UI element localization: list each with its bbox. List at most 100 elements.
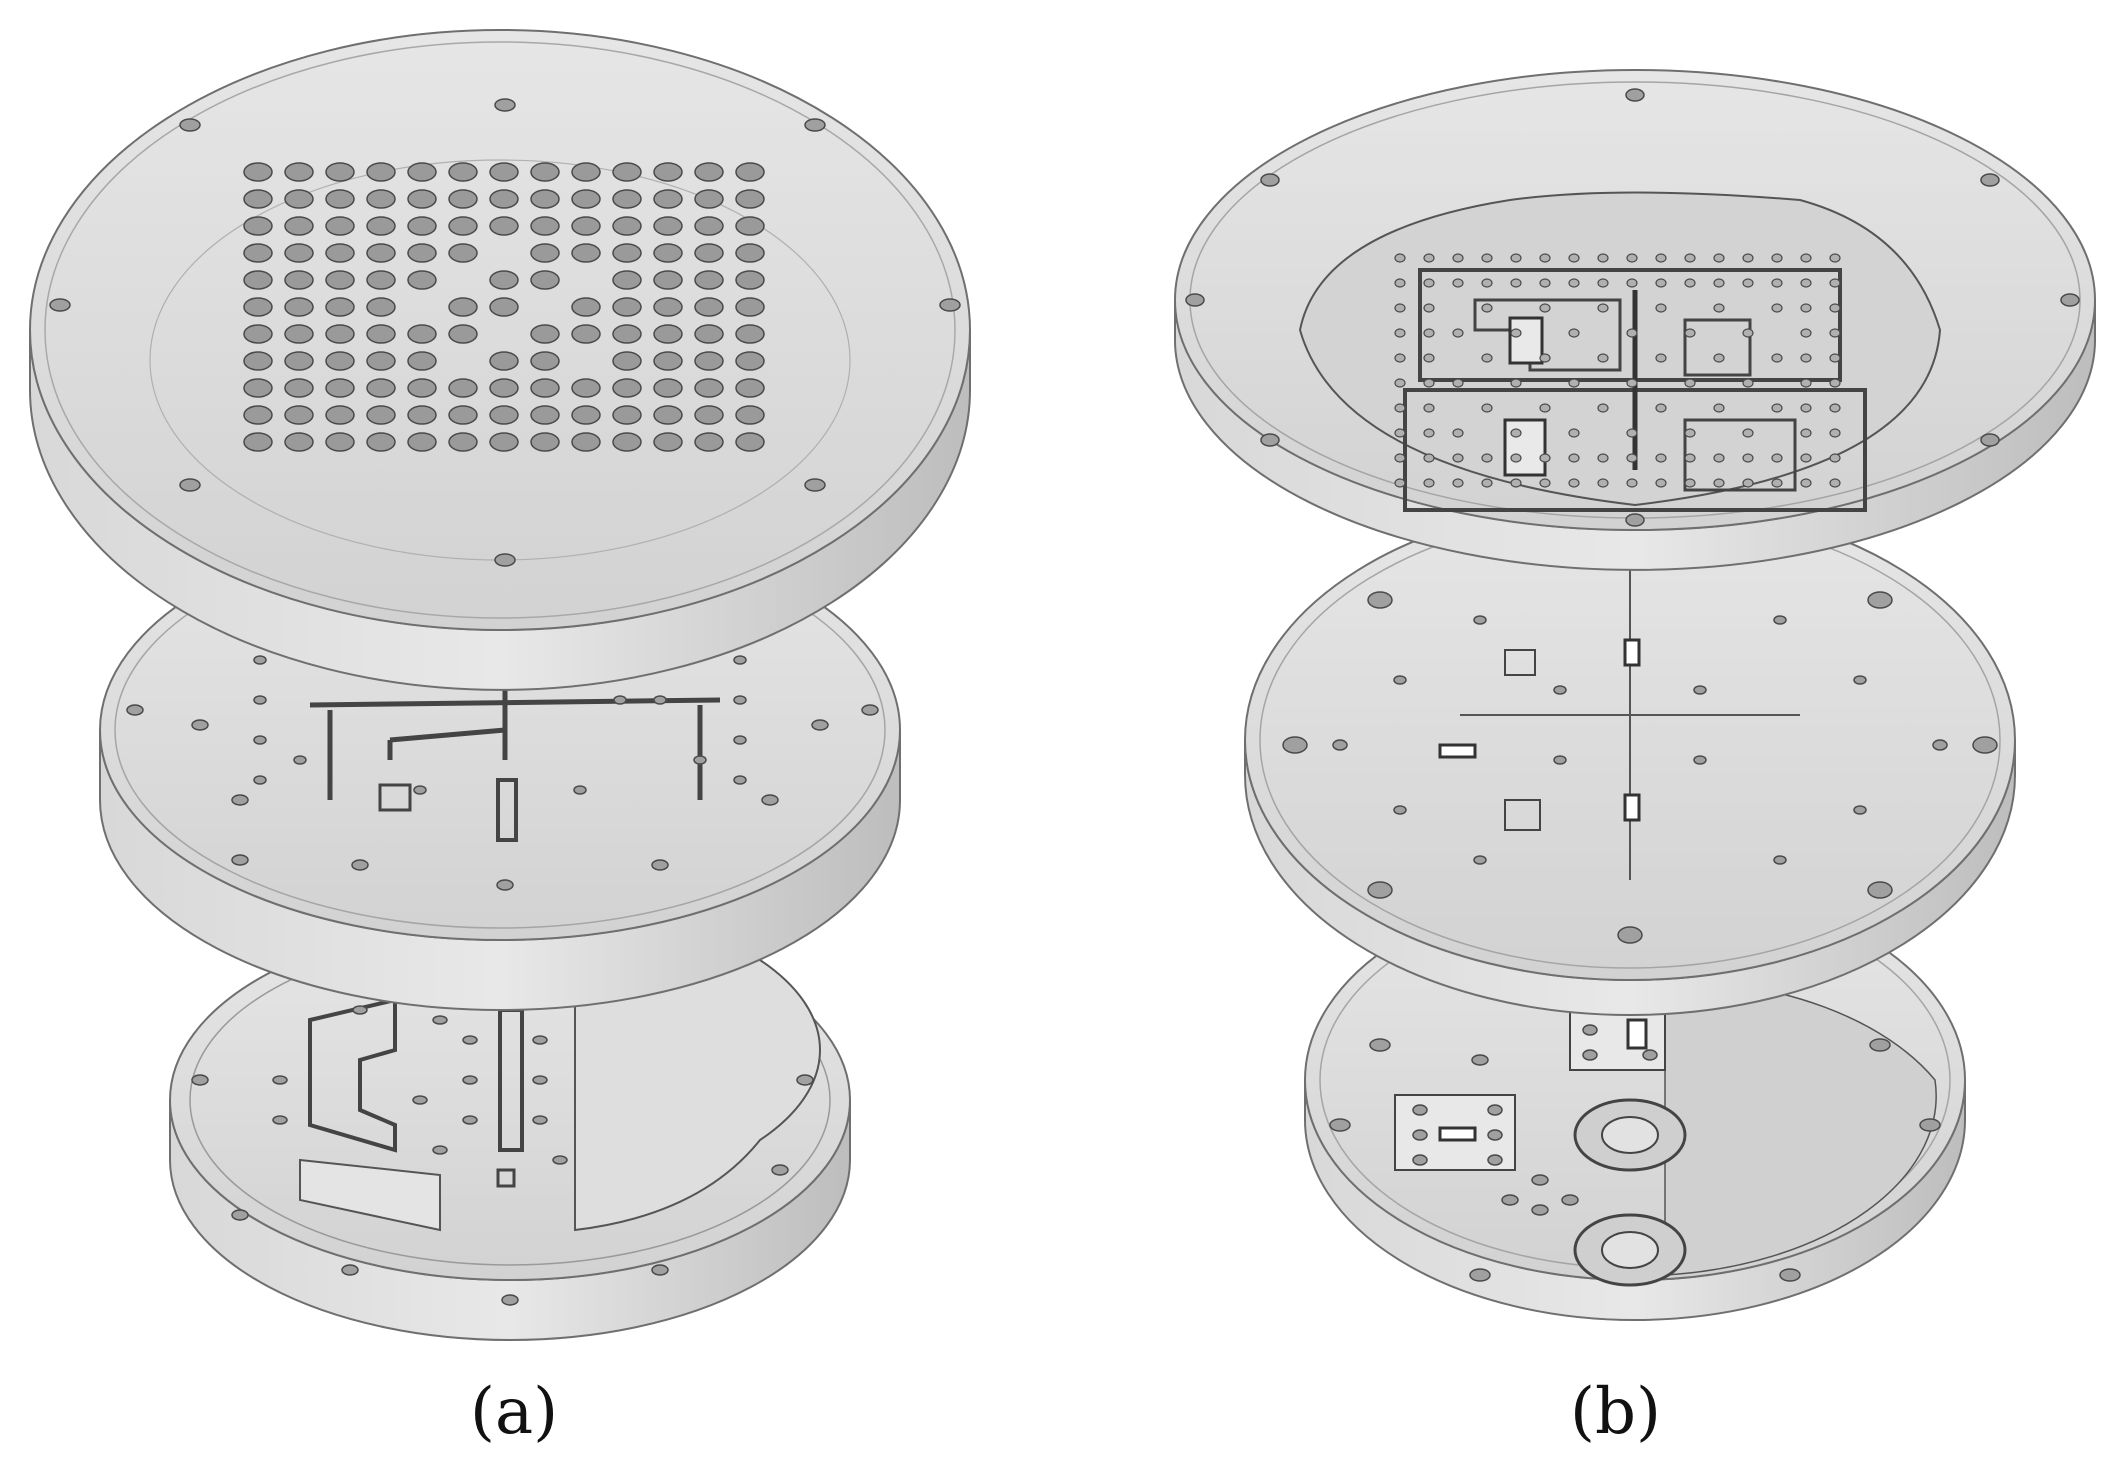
panel-b-hole-grid (1394, 253, 1841, 488)
via-hole (1829, 303, 1841, 313)
mount-hole (284, 216, 314, 236)
via-hole (1452, 328, 1464, 338)
via-hole (1742, 253, 1754, 263)
via-hole (1684, 278, 1696, 288)
mount-hole (571, 189, 601, 209)
via-hole (1394, 353, 1406, 363)
via-hole (1481, 478, 1493, 488)
mount-hole (284, 297, 314, 317)
mount-hole (407, 432, 437, 452)
via-hole (1713, 253, 1725, 263)
mount-hole (612, 378, 642, 398)
mount-hole (530, 270, 560, 290)
via-hole (1742, 428, 1754, 438)
mount-hole (284, 243, 314, 263)
mount-hole (530, 351, 560, 371)
mount-hole (366, 243, 396, 263)
mount-hole (735, 189, 765, 209)
via-hole (1539, 353, 1551, 363)
via-hole (1394, 278, 1406, 288)
via-hole (1597, 478, 1609, 488)
via-hole (1713, 303, 1725, 313)
mount-hole (407, 189, 437, 209)
via-hole (1684, 378, 1696, 388)
via-hole (1568, 253, 1580, 263)
mount-hole (612, 324, 642, 344)
via-hole (1597, 453, 1609, 463)
mount-hole (694, 216, 724, 236)
via-hole (1800, 403, 1812, 413)
via-hole (1568, 428, 1580, 438)
panel-a-assembly (29, 29, 971, 1341)
mount-hole (366, 324, 396, 344)
mount-hole (448, 243, 478, 263)
mount-hole (366, 216, 396, 236)
via-hole (1742, 478, 1754, 488)
mount-hole (284, 324, 314, 344)
mount-hole (243, 189, 273, 209)
via-hole (1423, 278, 1435, 288)
mount-hole (489, 432, 519, 452)
via-hole (1394, 328, 1406, 338)
via-hole (1394, 253, 1406, 263)
via-hole (1539, 278, 1551, 288)
via-hole (1829, 353, 1841, 363)
via-hole (1394, 453, 1406, 463)
mount-hole (571, 405, 601, 425)
mount-hole (694, 243, 724, 263)
mount-hole (325, 351, 355, 371)
via-hole (1829, 253, 1841, 263)
mount-hole (612, 189, 642, 209)
mount-hole (407, 243, 437, 263)
mount-hole (571, 432, 601, 452)
mount-hole (407, 270, 437, 290)
panel-b-caption: (b) (1570, 1375, 1661, 1449)
mount-hole (325, 324, 355, 344)
via-hole (1539, 453, 1551, 463)
via-hole (1829, 378, 1841, 388)
mount-hole (530, 324, 560, 344)
via-hole (1800, 478, 1812, 488)
panel-b-middle-plate (1244, 499, 2016, 1016)
mount-hole (366, 432, 396, 452)
via-hole (1626, 478, 1638, 488)
mount-hole (735, 351, 765, 371)
via-hole (1423, 303, 1435, 313)
mount-hole (694, 324, 724, 344)
mount-hole (530, 189, 560, 209)
via-hole (1713, 478, 1725, 488)
via-hole (1626, 278, 1638, 288)
mount-hole (653, 432, 683, 452)
via-hole (1539, 253, 1551, 263)
via-hole (1829, 428, 1841, 438)
via-hole (1568, 278, 1580, 288)
mount-hole (448, 162, 478, 182)
mount-hole (653, 270, 683, 290)
via-hole (1597, 303, 1609, 313)
mount-hole (243, 243, 273, 263)
via-hole (1742, 328, 1754, 338)
mount-hole (694, 405, 724, 425)
mount-hole (612, 351, 642, 371)
via-hole (1626, 328, 1638, 338)
via-hole (1771, 478, 1783, 488)
mount-hole (407, 405, 437, 425)
panel-a-top-plate (29, 29, 971, 691)
mount-hole (407, 324, 437, 344)
via-hole (1713, 453, 1725, 463)
via-hole (1655, 253, 1667, 263)
mount-hole (735, 270, 765, 290)
mount-hole (243, 378, 273, 398)
via-hole (1655, 453, 1667, 463)
mount-hole (448, 324, 478, 344)
via-hole (1771, 403, 1783, 413)
via-hole (1452, 253, 1464, 263)
via-hole (1626, 453, 1638, 463)
mount-hole (694, 378, 724, 398)
mount-hole (653, 297, 683, 317)
via-hole (1510, 328, 1522, 338)
via-hole (1742, 278, 1754, 288)
via-hole (1684, 253, 1696, 263)
mount-hole (284, 432, 314, 452)
via-hole (1626, 253, 1638, 263)
